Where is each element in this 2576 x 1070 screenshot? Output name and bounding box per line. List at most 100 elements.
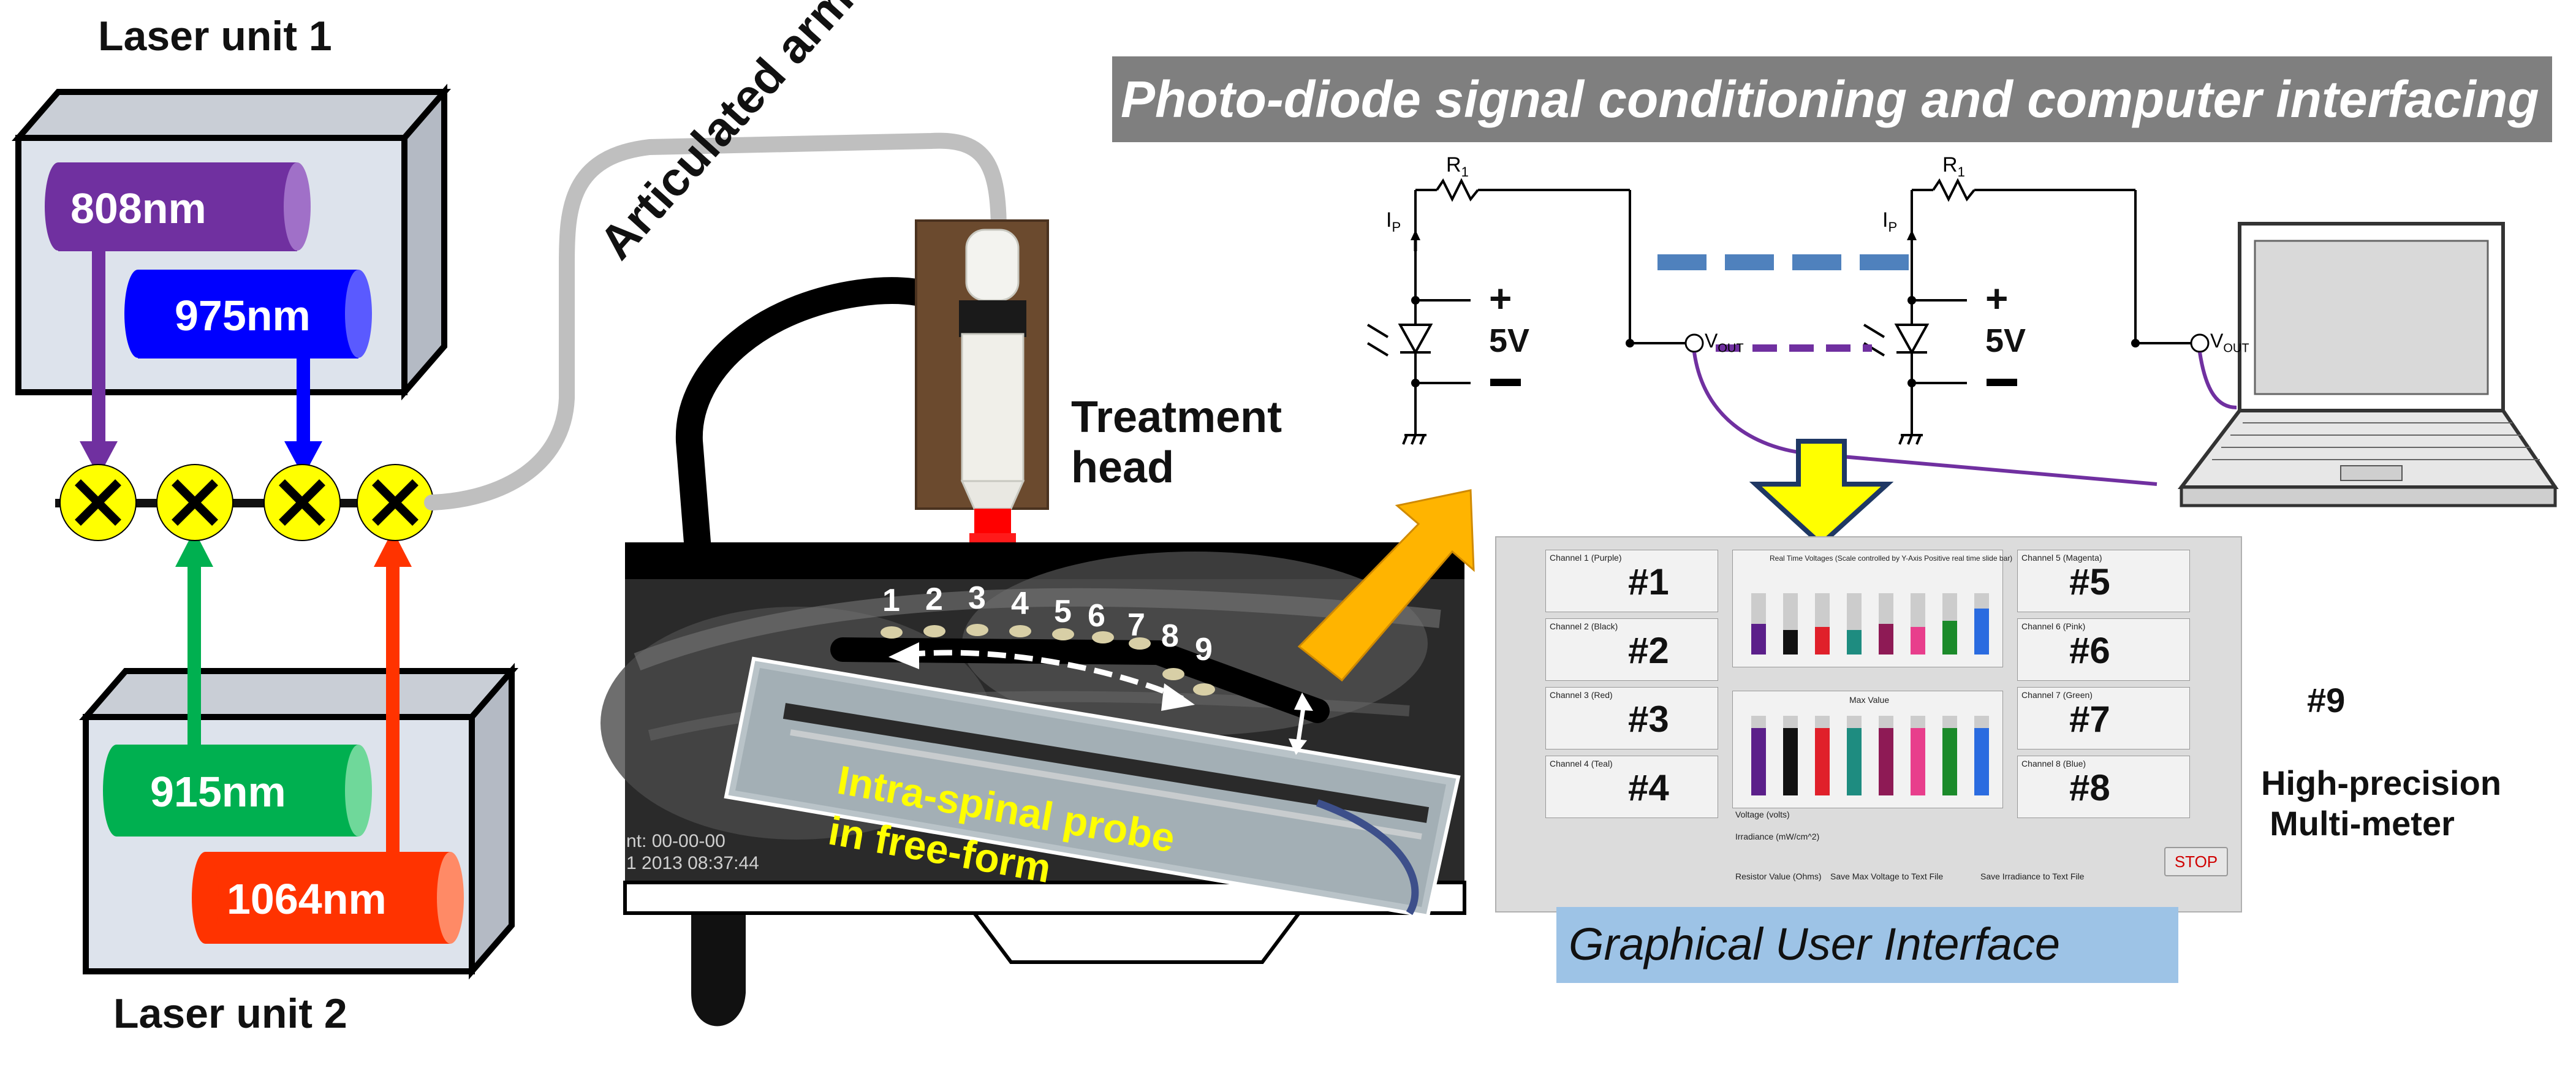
laser-915-label: 915nm bbox=[150, 768, 286, 816]
channel-7-panel: Channel 7 (Green) bbox=[2017, 687, 2190, 749]
laser-975-cylinder bbox=[124, 270, 372, 359]
circuit-1 bbox=[1366, 178, 1685, 445]
channel-2-panel: Channel 2 (Black) bbox=[1545, 618, 1718, 681]
channel-1-name: Channel 1 (Purple) bbox=[1550, 553, 1622, 563]
max-value-panel: Max Value bbox=[1732, 691, 2003, 808]
multimeter-caption-line2: Multi-meter bbox=[2270, 804, 2455, 843]
treatment-head-label-line1: Treatment bbox=[1071, 393, 1282, 442]
laser-diagram bbox=[12, 83, 518, 980]
arrow-808 bbox=[80, 233, 118, 477]
channel-1-number: #1 bbox=[1628, 561, 1669, 602]
stop-button[interactable]: STOP bbox=[2164, 847, 2228, 876]
ip-label-1-main: I bbox=[1386, 208, 1392, 232]
laser-808-label: 808nm bbox=[70, 184, 206, 232]
r1-label-1-sub: 1 bbox=[1461, 164, 1469, 180]
channel-8-panel: Channel 8 (Blue) bbox=[2017, 756, 2190, 818]
xray-timestamp-line2: 1 2013 08:37:44 bbox=[626, 853, 759, 873]
channel-3-panel: Channel 3 (Red) bbox=[1545, 687, 1718, 749]
signal-banner-text: Photo-diode signal conditioning and comp… bbox=[1121, 70, 2539, 128]
circuit-1-wire bbox=[1692, 352, 2157, 486]
channel-6-name: Channel 6 (Pink) bbox=[2021, 621, 2086, 631]
coupler-1 bbox=[59, 464, 137, 541]
channel-3-name: Channel 3 (Red) bbox=[1550, 690, 1613, 700]
laser-unit-1-title: Laser unit 1 bbox=[98, 13, 332, 59]
orange-arrow bbox=[1297, 489, 1475, 682]
channel-5-name: Channel 5 (Magenta) bbox=[2021, 553, 2102, 563]
fiber-bus-line bbox=[55, 499, 453, 507]
save-irradiance-label[interactable]: Save Irradiance to Text File bbox=[1980, 871, 2085, 881]
channel-8-number: #8 bbox=[2069, 767, 2110, 808]
realtime-title: Real Time Voltages (Scale controlled by … bbox=[1770, 554, 2013, 563]
channel-6-number: #6 bbox=[2069, 630, 2110, 671]
probe-position-1: 1 bbox=[882, 583, 900, 618]
voltage-label-2: 5V bbox=[1985, 322, 2026, 359]
probe-position-4: 4 bbox=[1011, 586, 1029, 621]
r1-label-1: R1 bbox=[1446, 153, 1469, 180]
channel-4-number: #4 bbox=[1628, 767, 1669, 808]
blue-dashes bbox=[1657, 254, 1909, 270]
channel-4-panel: Channel 4 (Teal) bbox=[1545, 756, 1718, 818]
multimeter-caption: High-precision Multi-meter bbox=[2261, 763, 2501, 844]
voltage-label: Voltage (volts) bbox=[1735, 810, 1790, 819]
irradiance-label: Irradiance (mW/cm^2) bbox=[1735, 832, 1820, 841]
laser-1064-cylinder bbox=[192, 852, 464, 944]
yellow-down-arrow bbox=[1749, 439, 1894, 548]
signal-banner: Photo-diode signal conditioning and comp… bbox=[1112, 56, 2552, 142]
multimeter-label: #9 bbox=[2307, 681, 2346, 719]
ip-label-2-sub: P bbox=[1888, 219, 1898, 235]
probe-position-9: 9 bbox=[1195, 632, 1213, 667]
treatment-head-label-line2: head bbox=[1071, 443, 1175, 492]
probe-position-7: 7 bbox=[1127, 607, 1145, 643]
laser-915-cylinder bbox=[103, 745, 372, 837]
r1-label-2: R1 bbox=[1942, 153, 1965, 180]
channel-1-panel: Channel 1 (Purple) bbox=[1545, 550, 1718, 612]
xray-timestamp: nt: 00-00-00 1 2013 08:37:44 bbox=[626, 830, 759, 875]
realtime-bars bbox=[1751, 593, 1989, 655]
arrow-915 bbox=[175, 530, 213, 748]
laser-unit-2-title: Laser unit 2 bbox=[113, 990, 347, 1037]
probe-movement-arrow bbox=[888, 642, 1195, 711]
probe-diagram bbox=[424, 132, 1475, 1026]
resistor-label: Resistor Value (Ohms) bbox=[1735, 871, 1822, 881]
laser-1064-label: 1064nm bbox=[227, 875, 387, 923]
channel-2-name: Channel 2 (Black) bbox=[1550, 621, 1618, 631]
ip-label-1: IP bbox=[1386, 208, 1401, 235]
treatment-head bbox=[959, 229, 1026, 567]
max-bars bbox=[1751, 716, 1989, 795]
photodiode-circuit bbox=[1366, 178, 2559, 548]
probe-position-3: 3 bbox=[968, 580, 986, 616]
coupler-3 bbox=[263, 464, 341, 541]
gui-screenshot: Channel 1 (Purple) Channel 2 (Black) Cha… bbox=[1495, 536, 2242, 913]
probe-position-dots bbox=[881, 624, 1215, 696]
max-title: Max Value bbox=[1849, 695, 1890, 705]
save-voltage-label[interactable]: Save Max Voltage to Text File bbox=[1830, 871, 1944, 881]
gui-banner-text: Graphical User Interface bbox=[1569, 919, 2061, 969]
coupler-2 bbox=[156, 464, 233, 541]
channel-6-panel: Channel 6 (Pink) bbox=[2017, 618, 2190, 681]
voltage-label-1: 5V bbox=[1489, 322, 1530, 359]
ip-label-2-main: I bbox=[1882, 208, 1888, 232]
channel-8-name: Channel 8 (Blue) bbox=[2021, 759, 2086, 768]
realtime-voltage-panel: Real Time Voltages (Scale controlled by … bbox=[1732, 550, 2012, 667]
channel-2-number: #2 bbox=[1628, 630, 1669, 671]
vout-label-1-main: V bbox=[1705, 330, 1718, 352]
channel-5-number: #5 bbox=[2069, 561, 2110, 602]
probe-position-6: 6 bbox=[1088, 598, 1105, 634]
coupler-4 bbox=[357, 464, 434, 541]
ip-label-2: IP bbox=[1882, 208, 1897, 235]
arrow-975 bbox=[284, 349, 322, 477]
circuit-2 bbox=[1863, 178, 2191, 445]
channel-5-panel: Channel 5 (Magenta) bbox=[2017, 550, 2190, 612]
vout-label-1-sub: OUT bbox=[1718, 341, 1744, 355]
treatment-head-label: Treatment head bbox=[1071, 392, 1282, 493]
channel-7-number: #7 bbox=[2069, 699, 2110, 740]
circuit-2-wire bbox=[2198, 352, 2237, 409]
probe-inset-photo bbox=[724, 656, 1461, 919]
plus-label-2: + bbox=[1985, 276, 2009, 321]
channel-7-name: Channel 7 (Green) bbox=[2021, 690, 2093, 700]
purple-dashes bbox=[1716, 344, 1872, 352]
r1-label-2-sub: 1 bbox=[1957, 164, 1965, 180]
laptop bbox=[2177, 222, 2559, 507]
arrow-1064 bbox=[374, 530, 412, 855]
plus-label-1: + bbox=[1489, 276, 1512, 321]
